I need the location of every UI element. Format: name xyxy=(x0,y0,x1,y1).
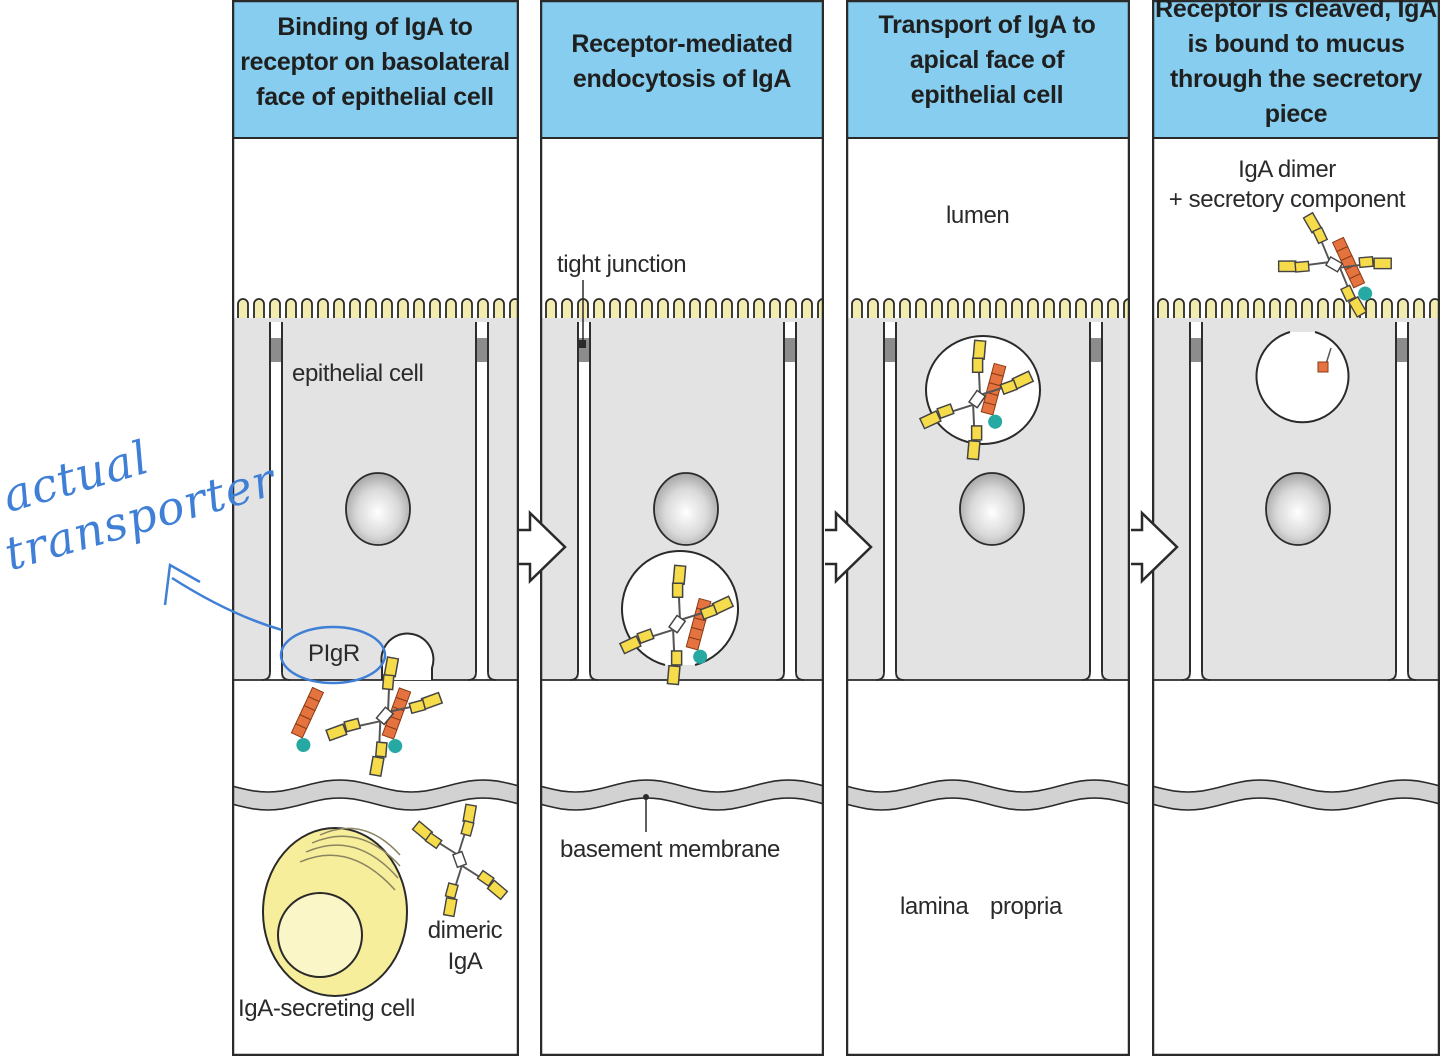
label-iga: IgA xyxy=(447,948,483,975)
nucleus xyxy=(959,472,1025,546)
step-arrow-3 xyxy=(1131,510,1179,584)
label-iga-secreting-cell: IgA-secreting cell xyxy=(238,995,415,1022)
panel-4-contents xyxy=(1255,209,1397,424)
annotation-arrowhead xyxy=(163,562,201,606)
panels-group xyxy=(232,0,1440,1056)
panel-header xyxy=(232,0,519,138)
er-lines xyxy=(299,827,401,891)
label-epithelial-cell: epithelial cell xyxy=(292,360,424,387)
panel-header xyxy=(846,0,1130,138)
transport-vesicle xyxy=(925,335,1041,445)
tight-junction xyxy=(271,338,281,362)
tight-junction xyxy=(1091,338,1101,362)
panel-3-title: Transport of IgA to apical face of epith… xyxy=(878,11,1096,109)
tight-junction xyxy=(785,338,795,362)
label-iga-dimer: IgA dimer xyxy=(1238,156,1336,183)
panel-4-title: Receptor is cleaved, IgA is bound to muc… xyxy=(1155,0,1437,128)
panel-border xyxy=(232,0,519,1056)
step-arrows xyxy=(519,510,1179,584)
basement-membrane xyxy=(540,779,824,811)
nucleus xyxy=(1265,472,1331,546)
panel-2-contents xyxy=(579,280,739,832)
panel-1-title: Binding of IgA to receptor on basolatera… xyxy=(240,13,510,111)
label-lumen: lumen xyxy=(946,202,1010,229)
nucleus xyxy=(653,472,719,546)
tight-junction xyxy=(477,338,487,362)
label-lamina: lamina xyxy=(900,893,969,920)
tight-junction xyxy=(579,338,589,362)
basement-membrane xyxy=(1152,779,1440,811)
label-tight-junction: tight junction xyxy=(557,251,687,278)
label-pigr: PIgR xyxy=(308,640,360,667)
panel-3-contents xyxy=(915,334,1041,466)
label-secretory-component: + secretory component xyxy=(1168,186,1406,213)
microvilli-outline xyxy=(232,298,519,322)
basement-membrane xyxy=(232,779,519,811)
pigr-circle xyxy=(279,625,387,685)
fusing-vesicle xyxy=(1255,331,1350,424)
panel-header xyxy=(1152,0,1440,138)
panel-2 xyxy=(540,0,824,1056)
panel-header xyxy=(540,0,824,138)
handwritten-annotation xyxy=(163,562,387,685)
tight-junction-dot xyxy=(579,340,586,348)
panel-3 xyxy=(846,0,1130,1056)
step-arrow-2 xyxy=(825,510,873,584)
step-arrow-1 xyxy=(519,510,567,584)
secreting-cell-nucleus xyxy=(277,892,363,978)
cleaved-receptor-stub xyxy=(1317,361,1329,373)
annotation-arrow-line xyxy=(171,576,283,632)
panel-4 xyxy=(1152,0,1440,1056)
tight-junction xyxy=(1397,338,1407,362)
secretory-piece xyxy=(1331,236,1373,301)
basement-membrane xyxy=(846,779,1130,811)
tight-junction xyxy=(1191,338,1201,362)
label-basement-membrane: basement membrane xyxy=(560,836,780,863)
panel-2-title: Receptor-mediated endocytosis of IgA xyxy=(571,30,793,93)
panel-1-contents xyxy=(262,632,511,997)
label-propria: propria xyxy=(990,893,1062,920)
label-dimeric: dimeric xyxy=(427,917,503,944)
tight-junction xyxy=(885,338,895,362)
nucleus xyxy=(345,472,411,546)
